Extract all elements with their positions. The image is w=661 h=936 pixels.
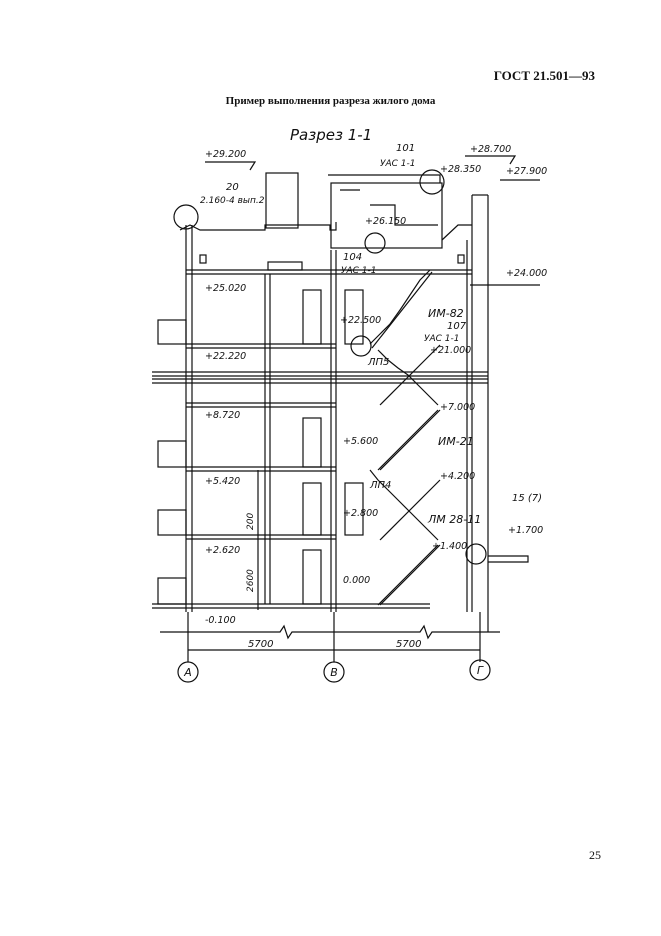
callout-20: 20 <box>226 182 239 193</box>
axis-g: Г <box>477 664 484 677</box>
level-floor-2: +2.620 <box>205 545 240 556</box>
level-floor-4: +8.720 <box>205 410 240 421</box>
standard-number: ГОСТ 21.501—93 <box>493 68 595 83</box>
callout-107: 107 <box>447 321 467 332</box>
section-title: Разрез 1-1 <box>290 126 372 144</box>
dim-span-2: 5700 <box>396 639 421 650</box>
level-floor-3: +5.420 <box>205 476 240 487</box>
level-landing-1: +1.400 <box>432 541 467 552</box>
callout-20-ref: 2.160-4 вып.2 <box>200 196 265 206</box>
level-attic: +24.000 <box>506 268 547 279</box>
callout-107-ref: УАС 1-1 <box>424 334 460 344</box>
callout-104-ref: УАС 1-1 <box>341 266 377 276</box>
page-number: 25 <box>589 848 601 862</box>
dim-200: 200 <box>246 513 256 530</box>
level-zero: 0.000 <box>343 575 370 586</box>
level-ground: -0.100 <box>205 615 236 626</box>
dim-2600: 2600 <box>246 569 256 592</box>
callout-101-ref: УАС 1-1 <box>380 159 416 169</box>
mark-lp4: ЛП4 <box>369 480 391 491</box>
level-landing-2: +2.800 <box>343 508 378 519</box>
figure-caption: Пример выполнения разреза жилого дома <box>225 95 436 107</box>
mark-im82: ИМ-82 <box>428 307 464 320</box>
level-top: +29.200 <box>205 149 246 160</box>
level-floor-8-right: +21.000 <box>430 345 471 356</box>
level-machine-room: +28.350 <box>440 164 481 175</box>
level-floor-3-right: +4.200 <box>440 471 475 482</box>
callout-104: 104 <box>343 252 362 263</box>
structure-lines <box>152 155 540 683</box>
level-entrance: +1.700 <box>508 525 543 536</box>
mark-lm: ЛМ 28-11 <box>427 513 481 526</box>
axis-a: А <box>183 666 192 679</box>
mark-im21: ИМ-21 <box>438 435 474 448</box>
axis-v: В <box>330 666 338 679</box>
level-ridge: +28.700 <box>470 144 511 155</box>
level-landing-3: +5.600 <box>343 436 378 447</box>
callout-15: 15 (7) <box>512 493 542 504</box>
level-landing-9: +22.500 <box>340 315 381 326</box>
level-floor-4-right: +7.000 <box>440 402 475 413</box>
dim-span-1: 5700 <box>248 639 273 650</box>
level-floor-8: +22.220 <box>205 351 246 362</box>
level-floor-9: +25.020 <box>205 283 246 294</box>
level-stair-top: +26.150 <box>365 216 406 227</box>
level-roof: +27.900 <box>506 166 547 177</box>
callout-101: 101 <box>396 143 415 154</box>
mark-lp5: ЛП5 <box>367 357 389 368</box>
